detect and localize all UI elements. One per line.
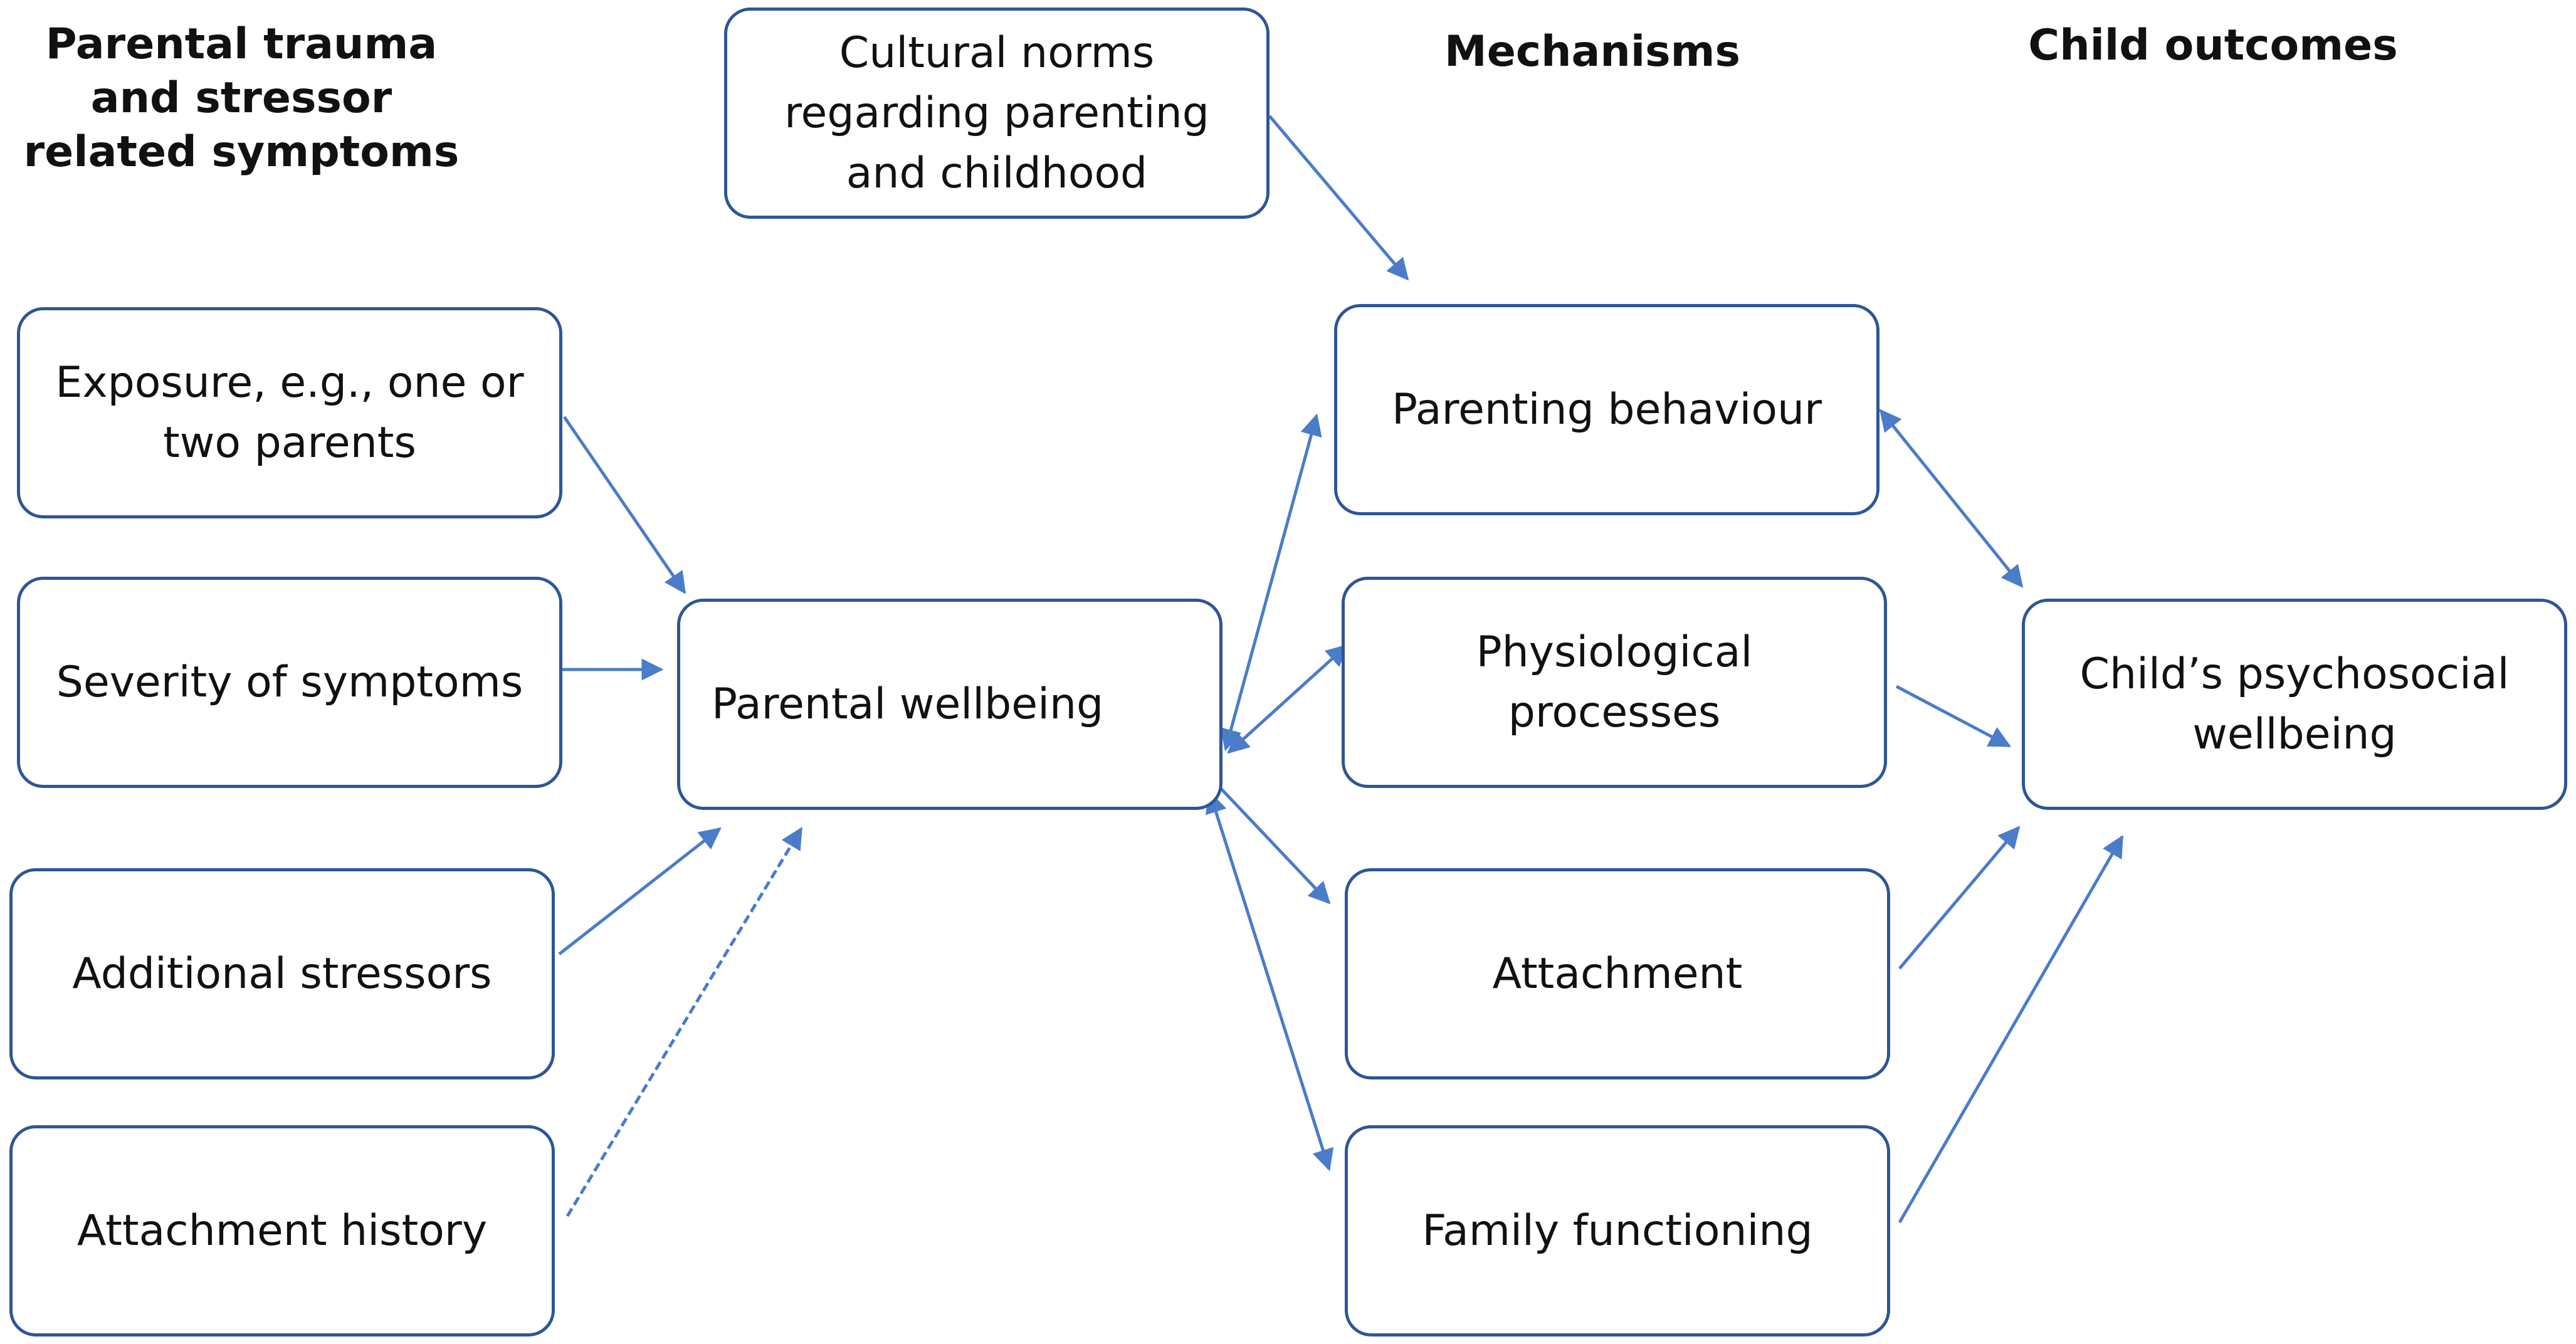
box-attachment-label: Attachment [1492, 948, 1743, 999]
arrow-wellbeing-family [1205, 790, 1334, 1172]
box-exposure-label: Exposure, e.g., one or two parents [55, 357, 524, 468]
arrow-stressors-to-wellbeing [558, 827, 722, 955]
arrow-history-to-wellbeing [565, 827, 803, 1217]
arrow-attachment-to-child [1898, 826, 2021, 970]
box-physiological-processes: Physiological processes [1342, 577, 1887, 788]
box-severity: Severity of symptoms [17, 577, 562, 788]
box-attachment-history-label: Attachment history [76, 1205, 488, 1256]
box-cultural-norms-label: Cultural norms regarding parenting and c… [784, 28, 1209, 198]
box-physiological-processes-label: Physiological processes [1476, 627, 1753, 737]
box-additional-stressors-label: Additional stressors [72, 948, 492, 999]
heading-child-outcomes: Child outcomes [2028, 21, 2398, 70]
box-exposure: Exposure, e.g., one or two parents [17, 307, 562, 518]
arrow-exposure-to-wellbeing [562, 416, 686, 594]
box-child-wellbeing: Child’s psychosocial wellbeing [2022, 599, 2567, 810]
arrow-wellbeing-parenting [1220, 413, 1322, 752]
heading-parental-symptoms: Parental trauma and stressor related sym… [23, 19, 460, 177]
box-parenting-behaviour: Parenting behaviour [1334, 304, 1879, 515]
box-child-wellbeing-label: Child’s psychosocial wellbeing [2079, 649, 2510, 759]
box-attachment-history: Attachment history [9, 1125, 555, 1336]
box-severity-label: Severity of symptoms [56, 657, 523, 707]
box-parenting-behaviour-label: Parenting behaviour [1391, 384, 1822, 434]
box-parental-wellbeing-label: Parental wellbeing [712, 679, 1104, 729]
box-family-functioning: Family functioning [1345, 1125, 1890, 1336]
arrow-family-to-child [1898, 834, 2124, 1224]
arrow-cultural-to-parenting [1268, 115, 1409, 281]
arrow-wellbeing-physiological [1227, 644, 1348, 754]
box-additional-stressors: Additional stressors [9, 868, 555, 1079]
arrow-wellbeing-attachment [1215, 782, 1331, 905]
box-attachment: Attachment [1345, 868, 1890, 1079]
box-family-functioning-label: Family functioning [1422, 1205, 1813, 1256]
arrow-physiological-to-child [1895, 685, 2012, 748]
arrow-parenting-child [1879, 409, 2024, 588]
box-cultural-norms: Cultural norms regarding parenting and c… [724, 8, 1270, 219]
heading-mechanisms: Mechanisms [1444, 27, 1740, 76]
box-parental-wellbeing: Parental wellbeing [677, 599, 1222, 810]
